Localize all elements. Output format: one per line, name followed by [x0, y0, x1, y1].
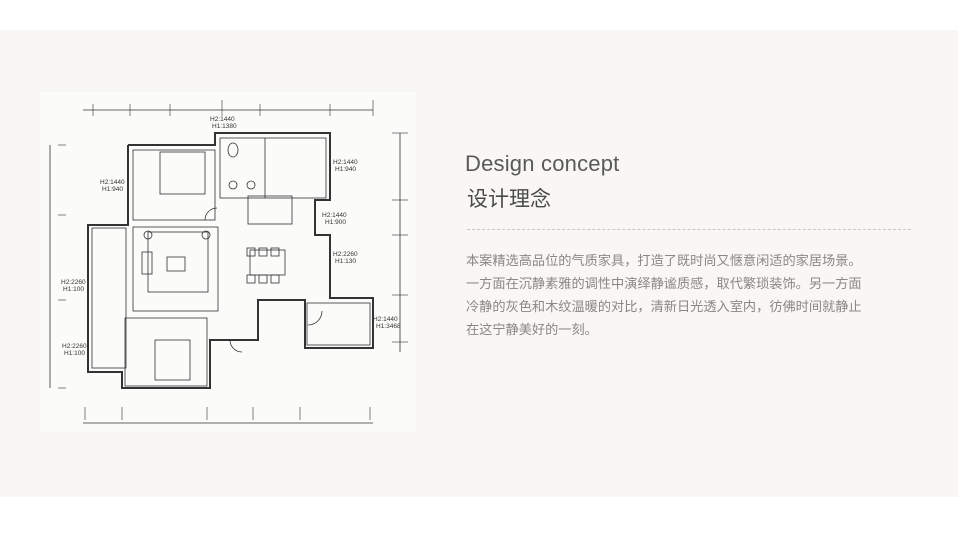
height-label: H2:2260 [62, 343, 87, 350]
height-label: H2:1440 [322, 212, 347, 219]
sofa [141, 251, 153, 275]
heading-english: Design concept [465, 151, 620, 176]
height-label: H1:100 [64, 350, 85, 357]
height-label: H2:2260 [333, 251, 358, 258]
height-label: H2:1440 [373, 316, 398, 323]
outer-wall [87, 132, 374, 389]
height-label: H1:1380 [212, 123, 237, 130]
heading-chinese: 设计理念 [467, 187, 551, 211]
bathroom-area [219, 137, 327, 199]
description-line: 冷静的灰色和木纹温暖的对比，清新日光透入室内，彷佛时间就静止 [466, 300, 862, 315]
height-labels: H2:1440 H1:1380 H2:1440 H1:940 H2:1440 H… [61, 116, 401, 357]
description: 本案精选高品位的气质家具，打造了既时尚又惬意闲适的家居场景。 一方面在沉静素雅的… [466, 250, 906, 342]
floor-plan-drawing: H2:1440 H1:1380 H2:1440 H1:940 H2:1440 H… [49, 100, 408, 424]
guest-bathroom [247, 195, 293, 225]
floor-plan: H2:1440 H1:1380 H2:1440 H1:940 H2:1440 H… [40, 92, 416, 432]
height-label: H1:900 [325, 219, 346, 226]
height-label: H1:940 [335, 166, 356, 173]
height-label: H1:3468 [376, 323, 401, 330]
dining-table [249, 249, 286, 276]
master-bedroom [132, 149, 216, 221]
height-label: H1:100 [63, 286, 84, 293]
kitchen [306, 302, 371, 346]
balcony [91, 227, 127, 369]
description-line: 本案精选高品位的气质家具，打造了既时尚又惬意闲适的家居场景。 [466, 254, 862, 269]
dashed-divider [467, 229, 911, 230]
master-bed [159, 151, 206, 195]
bed [154, 339, 191, 381]
height-label: H2:1440 [100, 179, 125, 186]
description-line: 一方面在沉静素雅的调性中演绎静谧质感，取代繁琐装饰。另一方面 [466, 277, 862, 292]
description-line: 在这宁静美好的一刻。 [466, 323, 598, 338]
living-room [132, 226, 219, 312]
height-label: H2:2260 [61, 279, 86, 286]
height-label: H2:1440 [210, 116, 235, 123]
height-label: H1:130 [335, 258, 356, 265]
height-label: H1:940 [102, 186, 123, 193]
height-label: H2:1440 [333, 159, 358, 166]
second-bedroom [124, 317, 208, 387]
